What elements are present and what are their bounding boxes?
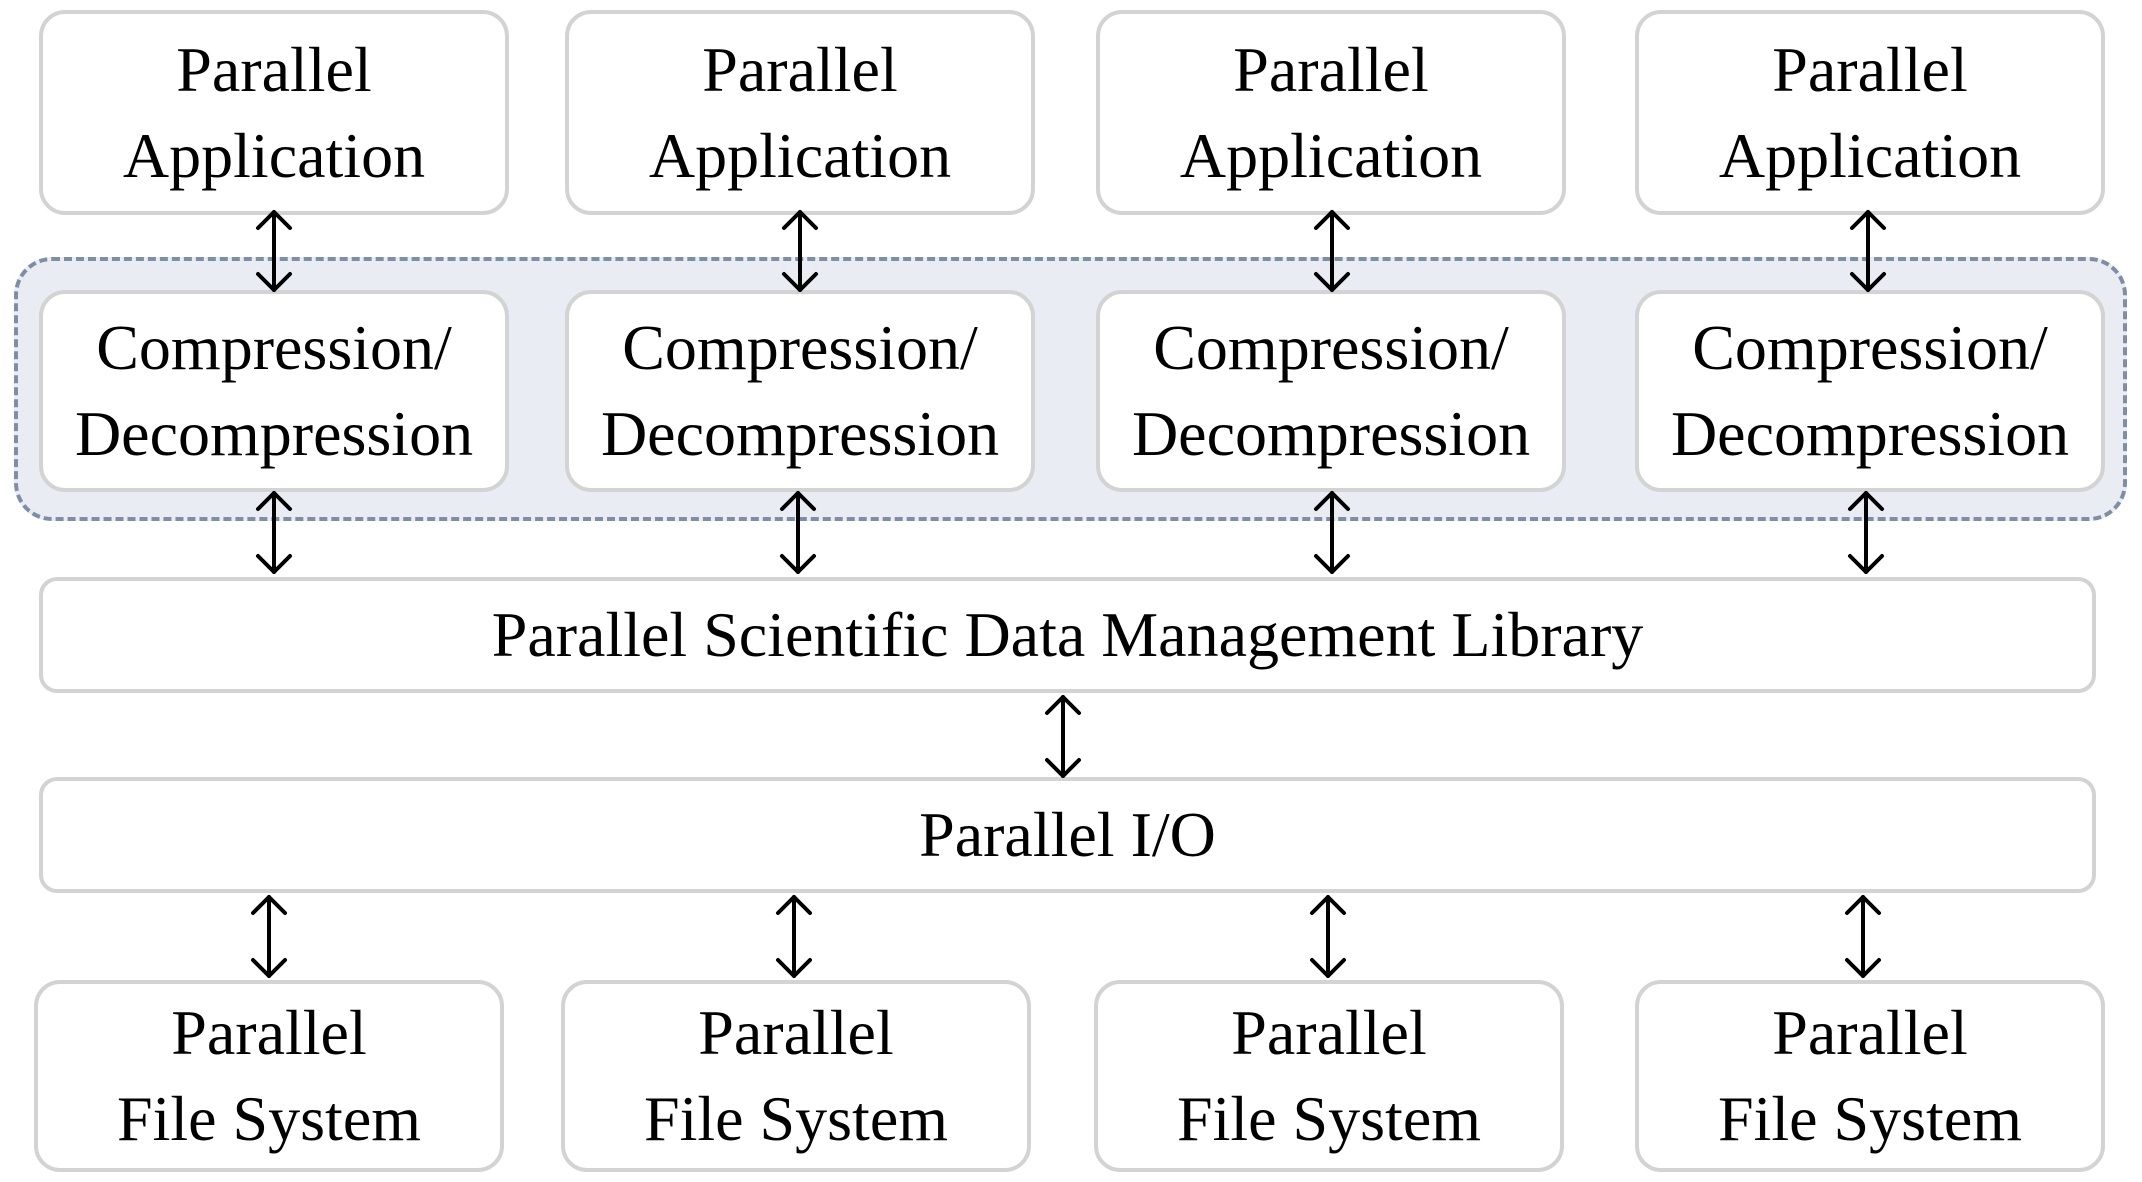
box-label-line1: Parallel xyxy=(1772,997,1968,1068)
box-label-line2: File System xyxy=(116,1083,422,1154)
parallel-application-box-4: Parallel Application xyxy=(1635,10,2105,215)
box-label-line1: Compression/ xyxy=(1692,312,2048,383)
arrow-compression-library-4 xyxy=(1848,491,1884,574)
parallel-application-box-1: Parallel Application xyxy=(39,10,509,215)
arrow-compression-library-2 xyxy=(780,491,816,574)
parallel-application-box-2: Parallel Application xyxy=(565,10,1035,215)
arrow-compression-library-1 xyxy=(256,491,292,574)
compression-box-1: Compression/ Decompression xyxy=(39,290,509,492)
box-label-line1: Parallel xyxy=(1231,997,1427,1068)
box-label-line1: Parallel xyxy=(1772,33,1968,105)
arrow-app-compression-1 xyxy=(256,210,292,292)
arrow-app-compression-3 xyxy=(1314,210,1350,292)
box-label-line2: Decompression xyxy=(600,398,1000,469)
compression-box-4: Compression/ Decompression xyxy=(1635,290,2105,492)
box-label-line2: Decompression xyxy=(74,398,474,469)
parallel-io-bar: Parallel I/O xyxy=(39,777,2096,893)
box-label-line1: Parallel xyxy=(702,33,898,105)
arrow-io-filesystem-2 xyxy=(776,895,812,978)
box-label-line1: Parallel xyxy=(698,997,894,1068)
box-label-line1: Parallel xyxy=(171,997,367,1068)
parallel-file-system-box-2: Parallel File System xyxy=(561,980,1031,1172)
arrow-app-compression-4 xyxy=(1850,210,1886,292)
compression-box-2: Compression/ Decompression xyxy=(565,290,1035,492)
io-label: Parallel I/O xyxy=(919,799,1216,870)
box-label-line2: File System xyxy=(1717,1083,2023,1154)
box-label-line2: Application xyxy=(648,119,952,191)
box-label-line2: Decompression xyxy=(1131,398,1531,469)
box-label-line2: Application xyxy=(122,119,426,191)
parallel-file-system-box-4: Parallel File System xyxy=(1635,980,2105,1172)
parallel-file-system-box-3: Parallel File System xyxy=(1094,980,1564,1172)
box-label-line2: Application xyxy=(1718,119,2022,191)
box-label-line1: Compression/ xyxy=(96,312,452,383)
arrow-compression-library-3 xyxy=(1314,491,1350,574)
data-management-library-bar: Parallel Scientific Data Management Libr… xyxy=(39,577,2096,693)
library-label: Parallel Scientific Data Management Libr… xyxy=(491,599,1644,670)
arrow-io-filesystem-3 xyxy=(1310,895,1346,978)
box-label-line1: Parallel xyxy=(1233,33,1429,105)
box-label-line2: Application xyxy=(1179,119,1483,191)
box-label-line1: Parallel xyxy=(176,33,372,105)
box-label-line2: File System xyxy=(1176,1083,1482,1154)
box-label-line1: Compression/ xyxy=(1153,312,1509,383)
arrow-library-io xyxy=(1045,695,1081,778)
box-label-line2: File System xyxy=(643,1083,949,1154)
arrow-io-filesystem-1 xyxy=(251,895,287,978)
parallel-file-system-box-1: Parallel File System xyxy=(34,980,504,1172)
compression-box-3: Compression/ Decompression xyxy=(1096,290,1566,492)
arrow-io-filesystem-4 xyxy=(1845,895,1881,978)
box-label-line1: Compression/ xyxy=(622,312,978,383)
box-label-line2: Decompression xyxy=(1670,398,2070,469)
arrow-app-compression-2 xyxy=(782,210,818,292)
